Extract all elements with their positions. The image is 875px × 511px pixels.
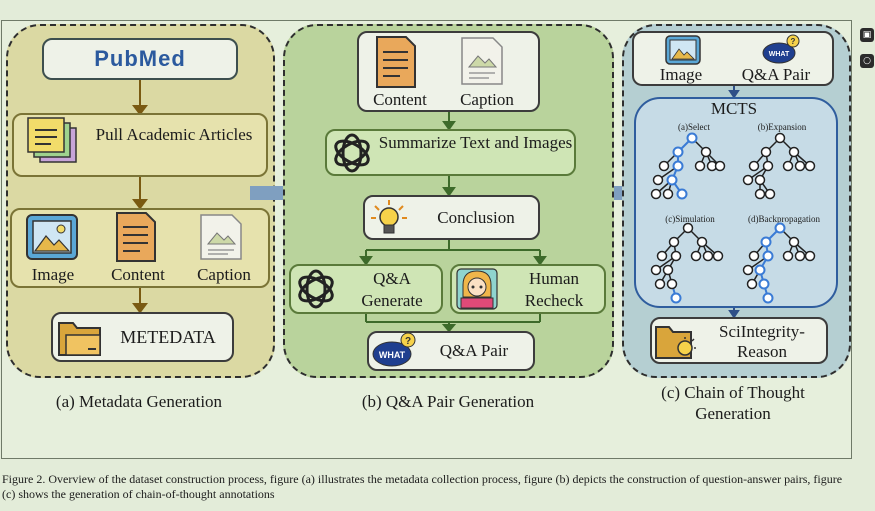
what-question-icon: ? WHAT xyxy=(372,332,416,367)
human-reviewer-icon xyxy=(456,268,498,310)
step-select-label: (a)Select xyxy=(678,122,710,132)
qa-pair-label: Q&A Pair xyxy=(439,341,509,360)
input-caption-label: Caption xyxy=(460,90,514,109)
content-document-icon xyxy=(116,212,156,262)
summarize-label: Summarize Text and Images xyxy=(378,133,573,152)
pubmed-logo: PubMed xyxy=(94,46,186,71)
tree-simulation-diagram xyxy=(650,222,724,304)
metadata-label: METEDATA xyxy=(120,327,216,347)
step-simulation-label: (c)Simulation xyxy=(665,214,715,224)
folder-lightbulb-icon xyxy=(655,326,696,359)
image-icon xyxy=(26,214,78,260)
item-caption-label: Caption xyxy=(197,265,251,284)
conclusion-label: Conclusion xyxy=(437,208,515,227)
pubmed-box: PubMed xyxy=(42,38,238,80)
qa-generate-label: Q&A Generate xyxy=(361,269,423,310)
item-content-label: Content xyxy=(111,265,165,284)
caption-icon xyxy=(461,37,503,85)
input-image-label: Image xyxy=(659,65,703,84)
sciintegrity-reason-label: SciIntegrity-Reason xyxy=(719,322,805,361)
what-question-icon: ? WHAT xyxy=(762,34,800,64)
svg-text:?: ? xyxy=(405,336,411,347)
mcts-title: MCTS xyxy=(710,99,758,118)
svg-text:?: ? xyxy=(791,37,796,46)
step-backpropagation-label: (d)Backpropagation xyxy=(748,214,820,224)
what-badge-text: WHAT xyxy=(769,51,790,58)
panel-a-caption: (a) Metadata Generation xyxy=(55,392,223,411)
lightbulb-icon xyxy=(371,200,407,234)
step-expansion-label: (b)Expansion xyxy=(757,122,807,132)
figure-caption: Figure 2. Overview of the dataset constr… xyxy=(2,472,843,501)
item-image-label: Image xyxy=(31,265,75,284)
notes-icon xyxy=(27,117,77,163)
openai-icon xyxy=(334,133,370,173)
what-badge-text: WHAT xyxy=(379,350,406,360)
folder-icon xyxy=(58,322,101,356)
image-view-icon[interactable]: ▣ xyxy=(860,28,874,42)
input-content-label: Content xyxy=(373,90,427,109)
tree-select-diagram xyxy=(650,132,726,200)
openai-icon xyxy=(298,269,334,309)
human-recheck-label: Human Recheck xyxy=(524,269,584,310)
tree-expansion-diagram xyxy=(742,132,816,200)
pull-articles-label: Pull Academic Articles xyxy=(95,125,253,144)
content-document-icon xyxy=(376,36,416,88)
panel-b-caption: (b) Q&A Pair Generation xyxy=(361,392,535,411)
caption-icon xyxy=(200,214,242,260)
panel-c-caption: (c) Chain of Thought Generation xyxy=(661,383,805,423)
tree-backpropagation-diagram xyxy=(742,222,816,304)
image-icon xyxy=(665,35,701,65)
search-icon[interactable]: ○ xyxy=(860,54,874,68)
input-qa-pair-label: Q&A Pair xyxy=(741,65,811,84)
